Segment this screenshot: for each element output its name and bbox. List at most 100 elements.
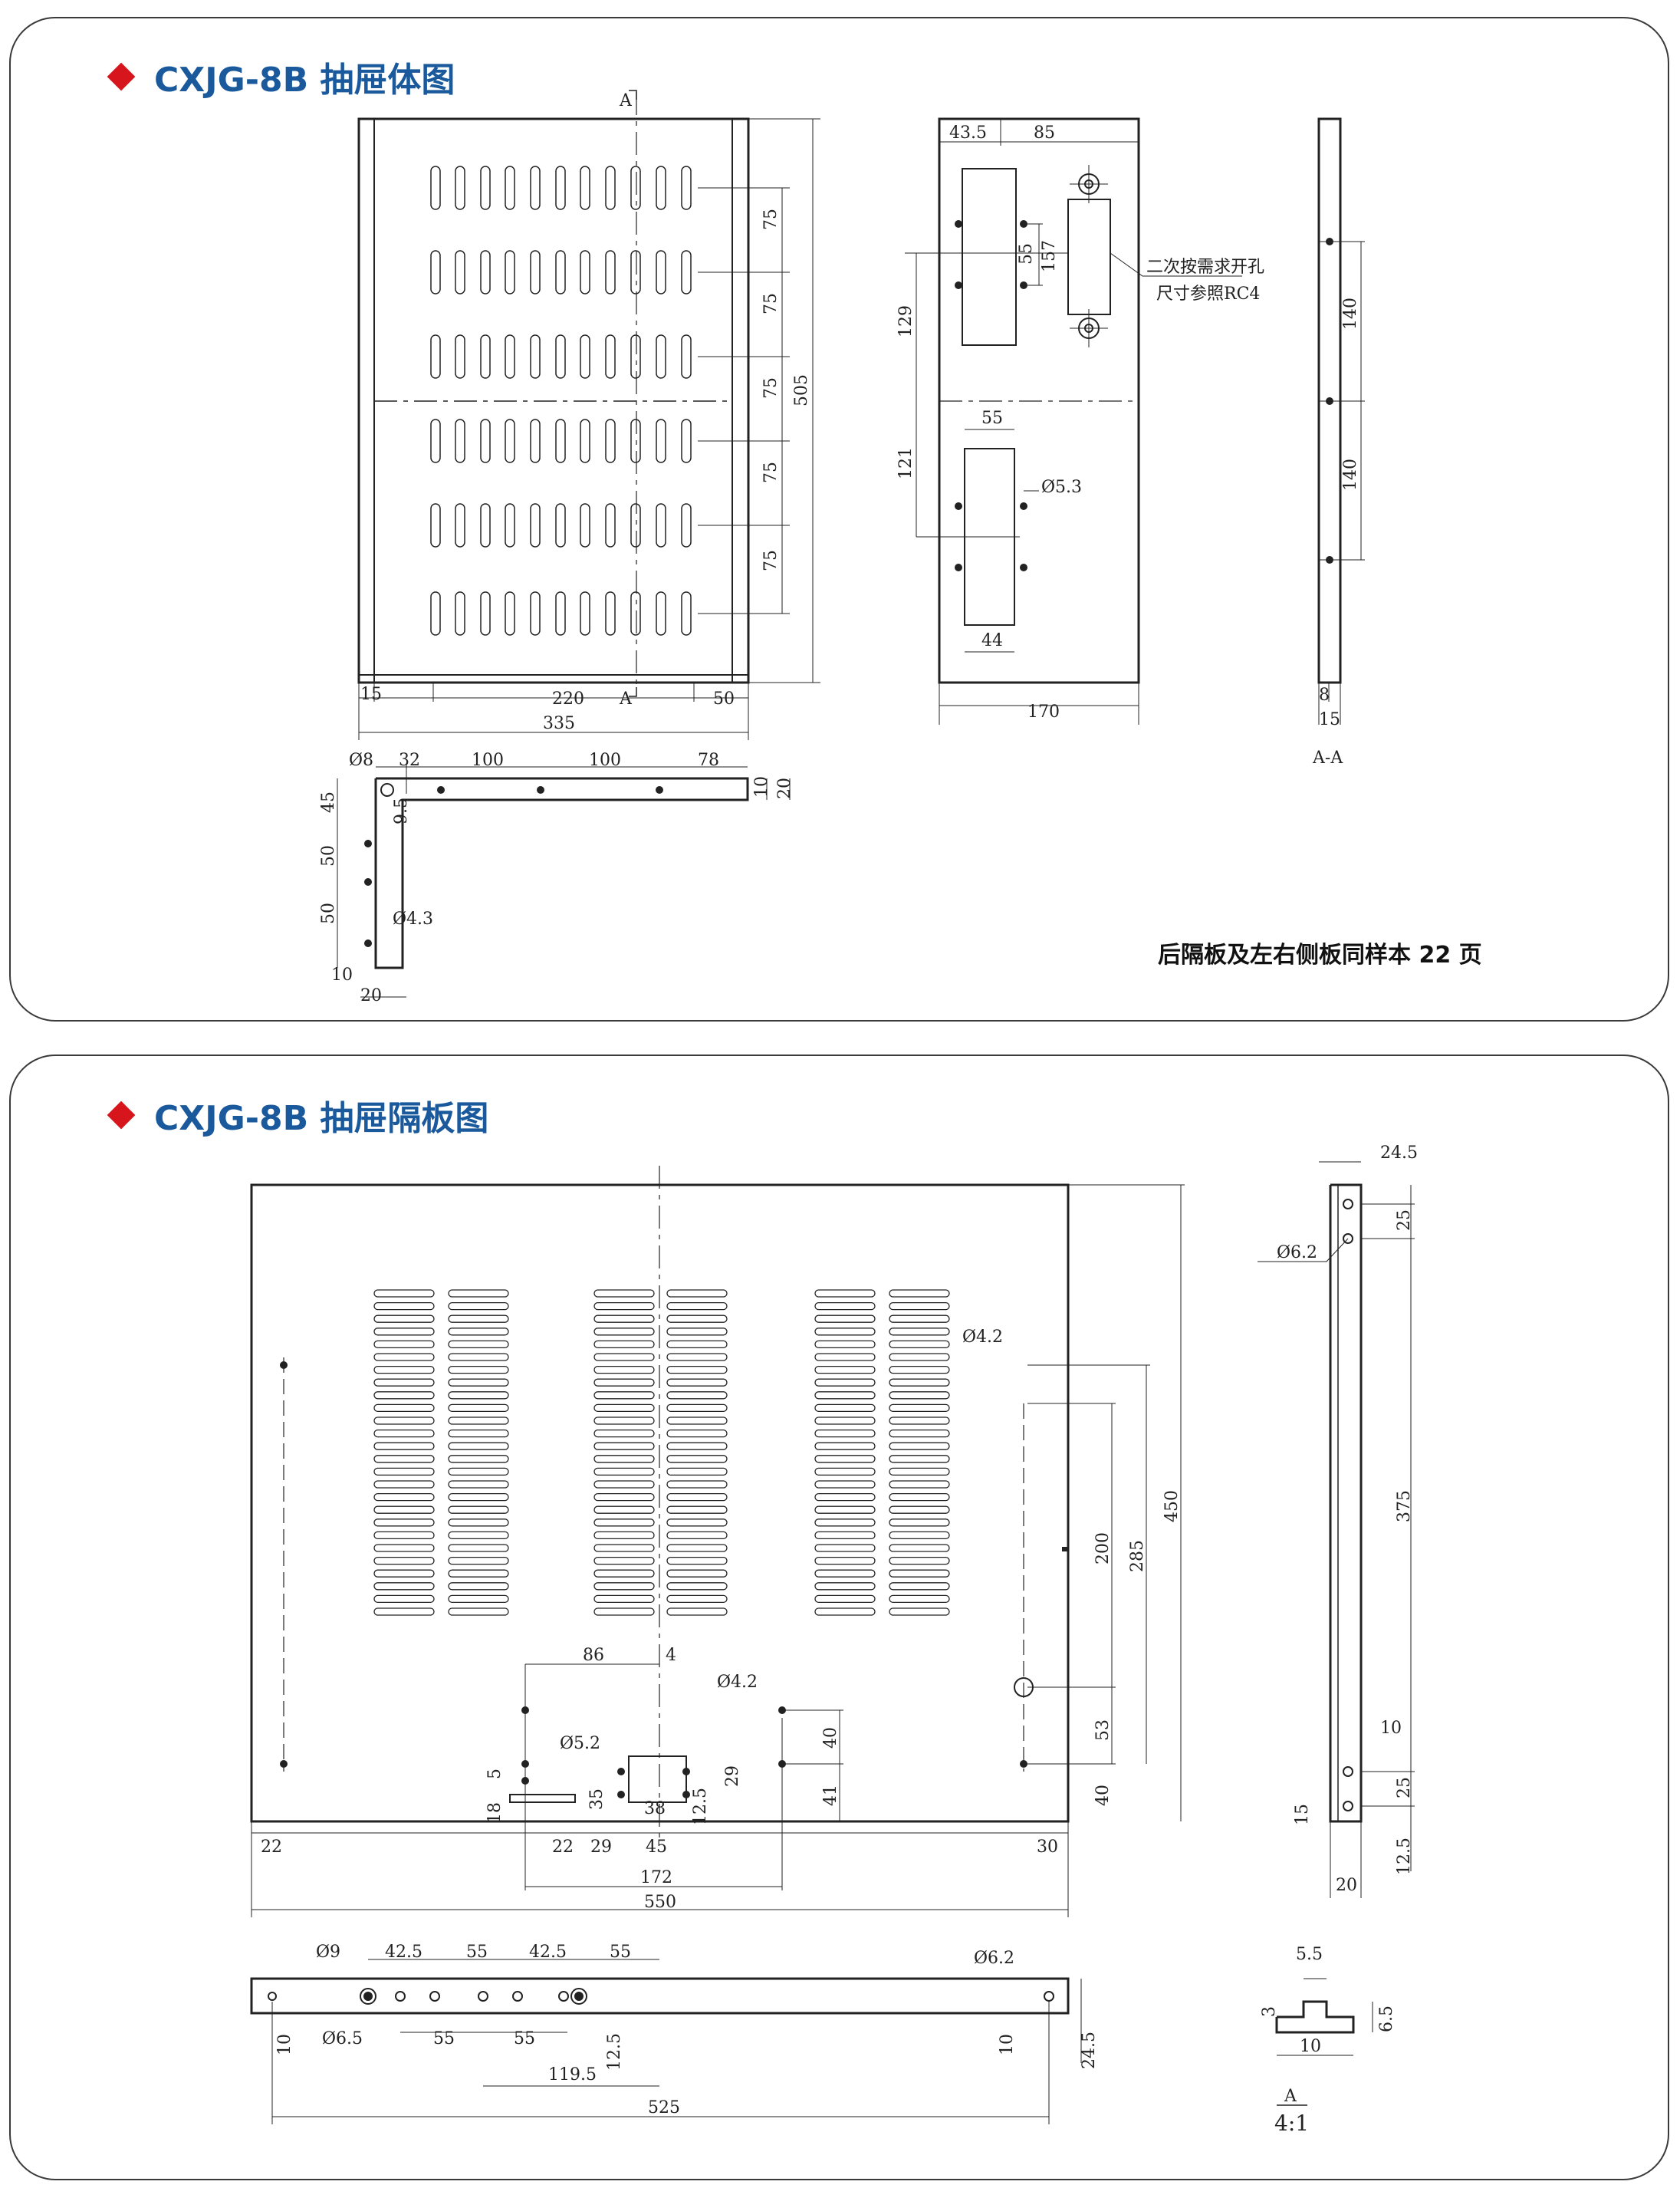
vent-slot	[889, 1518, 950, 1527]
vent-slot	[889, 1607, 950, 1616]
dim-38: 38	[644, 1799, 666, 1818]
vent-slot	[814, 1582, 876, 1591]
vent-slot	[373, 1607, 435, 1616]
vent-slot	[889, 1391, 950, 1400]
vent-slot	[593, 1531, 655, 1540]
vent-slot	[656, 503, 666, 548]
vent-slot	[448, 1416, 509, 1425]
vent-slot	[373, 1289, 435, 1298]
vent-slot	[605, 591, 616, 636]
dim-42-5: 42.5	[529, 1943, 567, 1962]
dim-75: 75	[761, 377, 781, 399]
vent-slot	[666, 1467, 728, 1476]
vent-slot	[889, 1569, 950, 1578]
vent-slot	[593, 1353, 655, 1361]
vent-slot	[656, 250, 666, 294]
angle-bracket-view	[374, 777, 749, 969]
dim-40: 40	[1093, 1785, 1113, 1806]
vent-slot	[448, 1455, 509, 1463]
drawer-body-panel	[9, 17, 1669, 1022]
partition-cutout	[628, 1755, 687, 1803]
vent-slot	[889, 1328, 950, 1336]
dim-6-5: 6.5	[1377, 2005, 1396, 2032]
dim-43-5: 43.5	[949, 123, 987, 143]
dim-24-5: 24.5	[1380, 1143, 1418, 1163]
dim-30: 30	[1037, 1838, 1058, 1857]
vent-slot	[814, 1416, 876, 1425]
dim-41: 41	[821, 1785, 840, 1806]
vent-slot	[814, 1429, 876, 1438]
dim-10: 10	[275, 2034, 294, 2055]
vent-slot	[373, 1378, 435, 1387]
drawer-front-view	[357, 117, 750, 684]
vent-slot	[455, 419, 465, 463]
vent-slot	[580, 419, 590, 463]
vent-slot	[593, 1416, 655, 1425]
vent-slot	[889, 1314, 950, 1323]
dim-8: 8	[1319, 686, 1330, 705]
vent-slot	[373, 1429, 435, 1438]
vent-slot	[430, 591, 441, 636]
vent-slot	[593, 1492, 655, 1502]
dim-172: 172	[640, 1868, 672, 1887]
vent-slot	[593, 1582, 655, 1591]
dim-20: 20	[1336, 1876, 1357, 1895]
dim-dia-6-5: Ø6.5	[322, 2029, 363, 2048]
vent-slot	[666, 1480, 728, 1489]
vent-slot	[666, 1403, 728, 1413]
vent-slot	[889, 1480, 950, 1489]
vent-slot	[530, 503, 541, 548]
vent-slot	[480, 334, 491, 379]
dim-50: 50	[319, 903, 338, 924]
vent-slot	[448, 1391, 509, 1400]
dim-550: 550	[644, 1893, 676, 1912]
vent-slot	[448, 1301, 509, 1311]
vent-slot	[630, 334, 641, 379]
vent-slot	[889, 1582, 950, 1591]
vent-slot	[889, 1289, 950, 1298]
vent-slot	[889, 1492, 950, 1502]
vent-slot	[430, 334, 441, 379]
vent-slot	[480, 250, 491, 294]
vent-slot	[889, 1467, 950, 1476]
vent-slot	[448, 1531, 509, 1540]
vent-slot	[593, 1301, 655, 1311]
dim-40: 40	[821, 1727, 840, 1749]
vent-slot	[630, 419, 641, 463]
vent-slot	[555, 166, 566, 210]
vent-slot	[580, 250, 590, 294]
dim-29: 29	[590, 1838, 612, 1857]
dim-4: 4	[666, 1646, 676, 1665]
dim-50: 50	[319, 845, 338, 867]
vent-slot	[373, 1353, 435, 1361]
vent-slot	[373, 1416, 435, 1425]
vent-slot	[448, 1544, 509, 1552]
vent-slot	[814, 1378, 876, 1387]
dim-45: 45	[646, 1838, 667, 1857]
vent-slot	[681, 503, 692, 548]
vent-slot	[593, 1442, 655, 1450]
dim-5: 5	[485, 1768, 505, 1779]
vent-slot	[373, 1569, 435, 1578]
dim-10: 10	[998, 2034, 1017, 2055]
dim-29: 29	[723, 1765, 742, 1787]
drawer-partition-title-text: CXJG-8B 抽屉隔板图	[154, 1099, 489, 1138]
vent-slot	[814, 1467, 876, 1476]
dim-10: 10	[331, 966, 353, 985]
dim-12-5: 12.5	[691, 1788, 710, 1825]
vent-slot	[889, 1403, 950, 1413]
vent-slot	[530, 591, 541, 636]
vent-slot	[593, 1594, 655, 1604]
vent-slot	[656, 419, 666, 463]
dim-15: 15	[1319, 710, 1340, 729]
dim-85: 85	[1034, 123, 1055, 143]
vent-slot	[448, 1340, 509, 1349]
vent-slot	[373, 1340, 435, 1349]
vent-slot	[681, 250, 692, 294]
vent-slot	[430, 503, 441, 548]
vent-slot	[889, 1301, 950, 1311]
vent-slot	[593, 1340, 655, 1349]
vent-slot	[605, 419, 616, 463]
dim-75: 75	[761, 550, 781, 571]
dim-55: 55	[610, 1943, 631, 1962]
